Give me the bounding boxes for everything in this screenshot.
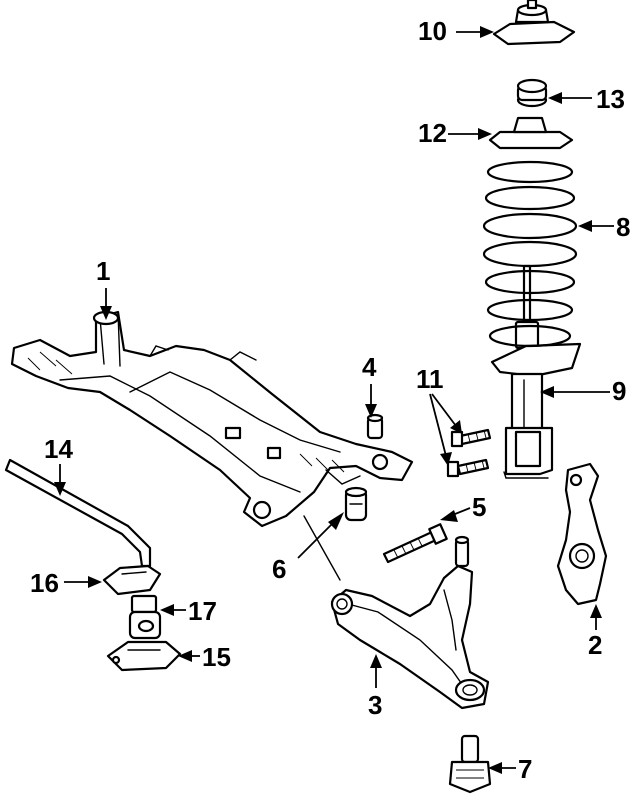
callout-9: 9 bbox=[612, 376, 627, 406]
callout-arrows bbox=[54, 26, 614, 774]
callout-7: 7 bbox=[518, 754, 533, 784]
strut-mount bbox=[492, 0, 576, 46]
callout-3: 3 bbox=[368, 690, 383, 720]
callout-14: 14 bbox=[44, 434, 73, 464]
strut bbox=[490, 264, 582, 479]
bar-bracket bbox=[106, 640, 182, 672]
callout-15: 15 bbox=[202, 642, 231, 672]
callout-2: 2 bbox=[588, 630, 603, 660]
callout-5: 5 bbox=[472, 492, 487, 522]
strut-bolts bbox=[446, 428, 492, 478]
callout-6: 6 bbox=[272, 554, 287, 584]
callout-1: 1 bbox=[96, 256, 111, 286]
bar-bushing bbox=[128, 594, 162, 640]
callout-4: 4 bbox=[362, 352, 377, 382]
callout-10: 10 bbox=[418, 16, 447, 46]
strut-bearing bbox=[516, 78, 548, 108]
bolt bbox=[382, 523, 448, 564]
bushing bbox=[366, 413, 384, 440]
callout-12: 12 bbox=[418, 118, 447, 148]
callout-8: 8 bbox=[616, 212, 631, 242]
callout-11: 11 bbox=[416, 364, 444, 394]
control-arm-bushing bbox=[344, 486, 368, 522]
leader-6 bbox=[303, 515, 341, 581]
ball-joint bbox=[448, 734, 492, 794]
callout-13: 13 bbox=[596, 84, 625, 114]
steering-knuckle bbox=[556, 462, 608, 606]
callout-17: 17 bbox=[188, 596, 217, 626]
stabilizer-bar bbox=[4, 458, 152, 568]
coil-spring bbox=[482, 160, 578, 348]
callout-16: 16 bbox=[30, 568, 59, 598]
bar-clamp bbox=[102, 564, 162, 596]
lower-control-arm bbox=[330, 535, 490, 710]
spring-seat bbox=[488, 116, 574, 150]
crossmember bbox=[10, 310, 414, 528]
